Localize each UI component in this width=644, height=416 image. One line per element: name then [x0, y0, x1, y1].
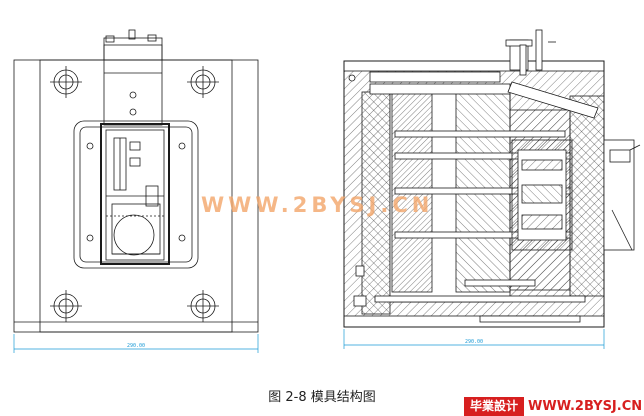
watermark: WWW.2BYSJ.CN — [201, 193, 434, 217]
dimension-left-label: 290.00 — [127, 343, 145, 349]
guide-bolt-bottom-right — [187, 290, 219, 322]
dimension-left: 290.00 — [13, 334, 259, 353]
section-view — [343, 29, 641, 328]
figure-caption: 图 2-8 模具结构图 — [268, 390, 376, 405]
guide-bolt-bottom-left — [50, 290, 82, 322]
guide-bolt-top-right — [187, 66, 219, 98]
brand-logo-url: WWW.2BYSJ.CN — [528, 399, 643, 414]
guide-bolt-top-left — [50, 66, 82, 98]
top-view — [13, 29, 259, 333]
dimension-right-label: 290.00 — [465, 339, 483, 345]
brand-logo-cn: 毕業設计 — [464, 397, 525, 416]
dimension-right: 290.00 — [343, 329, 605, 349]
brand-logo: 毕業設计 WWW.2BYSJ.CN — [464, 397, 644, 416]
